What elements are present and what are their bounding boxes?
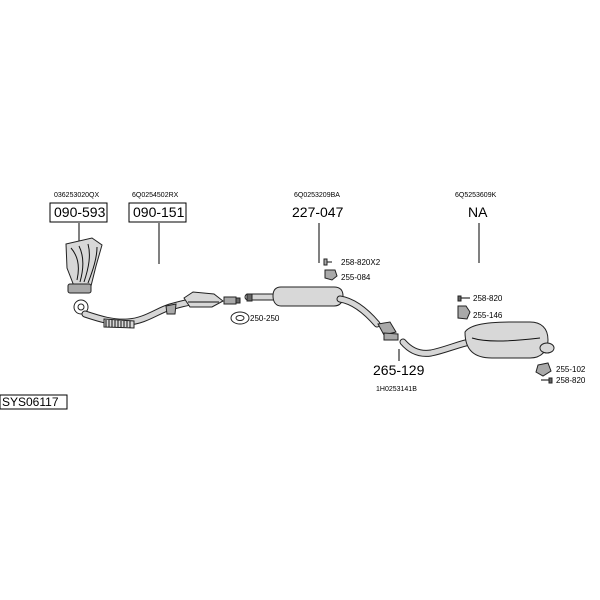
oem-code-front-pipe: 6Q0254502RX [132,192,179,199]
system-code: SYS06117 [2,395,59,409]
gasket-inner [235,315,245,321]
manifold-gasket-hole [77,303,85,311]
middle-silencer: 258-820X2 255-084 [244,258,381,328]
oem-code-middle-silencer: 6Q0253209BA [294,192,340,199]
joint-pipe: 265-129 1H0253141B [373,321,425,393]
front-pipe-bracket [165,303,177,315]
middle-hanger-ref[interactable]: 255-084 [341,273,371,282]
joint-pipe-lower-clamp [383,332,399,341]
middle-inlet-flange [246,293,253,302]
rear-clip-bottom-ref[interactable]: 258-820 [556,376,586,385]
oem-code-rear-silencer: 6Q5253609K [455,192,497,199]
manifold-runner-3 [83,243,90,283]
part-ref-manifold-box[interactable]: 090-593 [49,202,108,223]
part-ref-joint-pipe[interactable]: 265-129 [373,362,425,378]
middle-outlet-pipe-core [337,296,380,327]
system-code-border [0,394,68,410]
front-pipe-outlet-flange [223,296,237,305]
middle-silencer-box [272,286,344,307]
part-ref-manifold-border [49,202,108,223]
system-code-box[interactable]: SYS06117 [0,394,68,410]
middle-clip-ref[interactable]: 258-820X2 [341,258,381,267]
part-ref-front-pipe: 090-151 [133,204,185,220]
manifold-runner-2 [78,245,84,283]
rear-hanger-top-icon [457,305,471,320]
rear-silencer-box [464,321,549,359]
rear-clip-top-icon [457,295,462,302]
manifold-runner-4 [87,246,98,284]
rear-inlet-pipe-core [400,338,477,356]
gasket-ref: 250-250 [250,314,280,323]
part-ref-front-pipe-border [128,202,187,223]
rear-silencer-seam [471,337,541,342]
rear-clip-bottom-icon [548,377,553,384]
manifold-gasket-ring [73,299,89,315]
exhaust-manifold [65,237,103,315]
part-ref-front-pipe-box[interactable]: 090-151 [128,202,187,223]
manifold-runner-1 [70,247,79,281]
part-ref-manifold: 090-593 [54,204,106,220]
rear-silencer: 258-820 255-146 255-102 258-820 [399,294,586,385]
part-ref-middle-silencer[interactable]: 227-047 [292,204,344,220]
oem-code-joint-pipe: 1H0253141B [376,386,417,393]
catalyst-body [183,291,224,308]
oem-code-manifold: 036253020QX [54,192,99,199]
manifold-body [65,237,103,287]
gasket-icon [230,311,250,325]
front-pipe [81,291,241,329]
front-pipe-core [82,298,200,325]
tailpipe-outlet [539,342,555,354]
manifold-flange [67,283,92,294]
rear-hanger-top-ref[interactable]: 255-146 [473,311,503,320]
middle-clip-icon [323,258,328,266]
gasket-250-250[interactable]: 250-250 [230,311,280,325]
rear-hanger-bottom-icon [535,362,552,377]
part-ref-rear-silencer[interactable]: NA [468,204,488,220]
front-pipe-outlet-tab [235,297,241,304]
joint-pipe-upper-clamp [377,321,397,336]
front-pipe-bellows [105,320,131,328]
rear-hanger-bottom-ref[interactable]: 255-102 [556,365,586,374]
rear-clip-top-ref[interactable]: 258-820 [473,294,503,303]
middle-hanger-icon [324,269,338,281]
